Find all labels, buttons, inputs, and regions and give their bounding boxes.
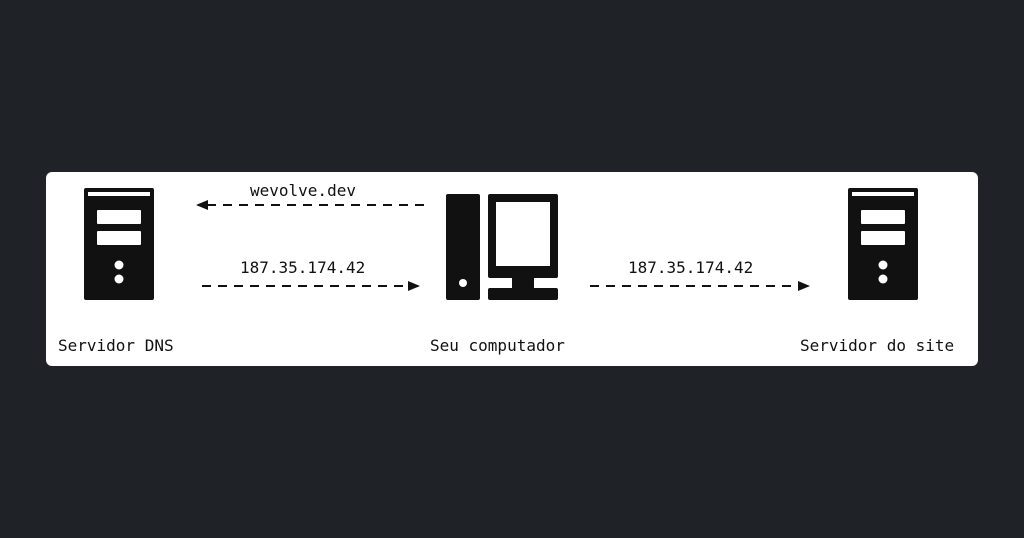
site-server-icon (848, 188, 918, 300)
site-server-label: Servidor do site (800, 336, 955, 355)
diagram-canvas (84, 188, 918, 300)
query-arrow-label: wevolve.dev (250, 181, 356, 200)
dns-server-label: Servidor DNS (58, 336, 174, 355)
dns-response-arrow-label: 187.35.174.42 (240, 258, 366, 277)
site-request-arrow-label: 187.35.174.42 (628, 258, 754, 277)
desktop-computer-icon (446, 194, 558, 300)
dns-server-icon (84, 188, 154, 300)
computer-label: Seu computador (430, 336, 565, 355)
diagram-panel: wevolve.dev 187.35.174.42 187.35.174.42 … (46, 172, 978, 366)
